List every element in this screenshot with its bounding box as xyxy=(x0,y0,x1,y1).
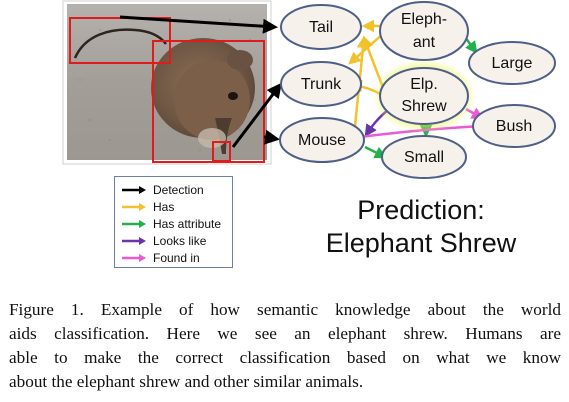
legend-label: Has attribute xyxy=(153,216,222,231)
node-bush-label: Bush xyxy=(496,118,532,135)
node-elephant: Eleph- ant xyxy=(379,1,469,61)
legend-item-has-attribute: Has attribute xyxy=(121,215,232,232)
legend: Detection Has Has attribute Looks like F… xyxy=(114,176,233,268)
prediction-heading: Prediction: xyxy=(357,195,485,225)
detection-arrow-tail xyxy=(119,15,278,34)
detection-arrow-mouse xyxy=(263,129,280,145)
has-attribute-arrow-icon xyxy=(122,219,146,228)
node-mouse-label: Mouse xyxy=(298,132,346,149)
node-mouse: Mouse xyxy=(279,117,365,163)
caption-line: aids classification. Here we see an elep… xyxy=(9,324,561,343)
caption-line: about the elephant shrew and other simil… xyxy=(9,372,364,391)
figure-graph: Tail Eleph- ant Large Trunk Elp. Shrew B… xyxy=(62,0,556,179)
shrew-photo xyxy=(62,0,272,165)
legend-item-detection: Detection xyxy=(121,181,232,198)
node-trunk-label: Trunk xyxy=(301,76,342,93)
prediction-text: Prediction: Elephant Shrew xyxy=(296,194,546,260)
node-elp-shrew: Elp. Shrew xyxy=(372,59,476,133)
trunk-detection-box xyxy=(212,141,231,162)
found-in-arrow-icon xyxy=(122,254,146,263)
legend-label: Looks like xyxy=(153,234,207,249)
node-large: Large xyxy=(468,41,556,85)
node-tail: Tail xyxy=(280,4,362,50)
detection-arrow-icon xyxy=(122,185,146,194)
prediction-value: Elephant Shrew xyxy=(325,228,517,258)
legend-item-found-in: Found in xyxy=(121,250,232,267)
legend-item-has: Has xyxy=(121,198,232,215)
caption-line: Figure 1. Example of how semantic knowle… xyxy=(9,300,561,319)
legend-label: Found in xyxy=(153,251,200,266)
legend-label: Detection xyxy=(153,182,204,197)
node-bush: Bush xyxy=(472,104,556,148)
has-arrow-icon xyxy=(122,202,146,211)
caption-line: able to make the correct classification … xyxy=(9,348,561,367)
node-small: Small xyxy=(381,135,467,179)
node-small-label: Small xyxy=(404,149,444,166)
legend-label: Has xyxy=(153,199,175,214)
node-large-label: Large xyxy=(492,55,533,72)
detection-arrow-trunk xyxy=(231,82,282,148)
node-tail-label: Tail xyxy=(309,19,333,36)
node-elephant-label-2: ant xyxy=(413,34,436,51)
looks-like-arrow-icon xyxy=(122,237,146,246)
legend-item-looks-like: Looks like xyxy=(121,233,232,250)
body-detection-box xyxy=(152,40,265,163)
figure-caption: Figure 1. Example of how semantic knowle… xyxy=(9,298,561,394)
node-elp-shrew-label-1: Elp. xyxy=(410,76,438,93)
node-trunk: Trunk xyxy=(280,61,362,107)
node-elephant-label-1: Eleph- xyxy=(401,11,447,28)
node-elp-shrew-label-2: Shrew xyxy=(401,98,447,115)
